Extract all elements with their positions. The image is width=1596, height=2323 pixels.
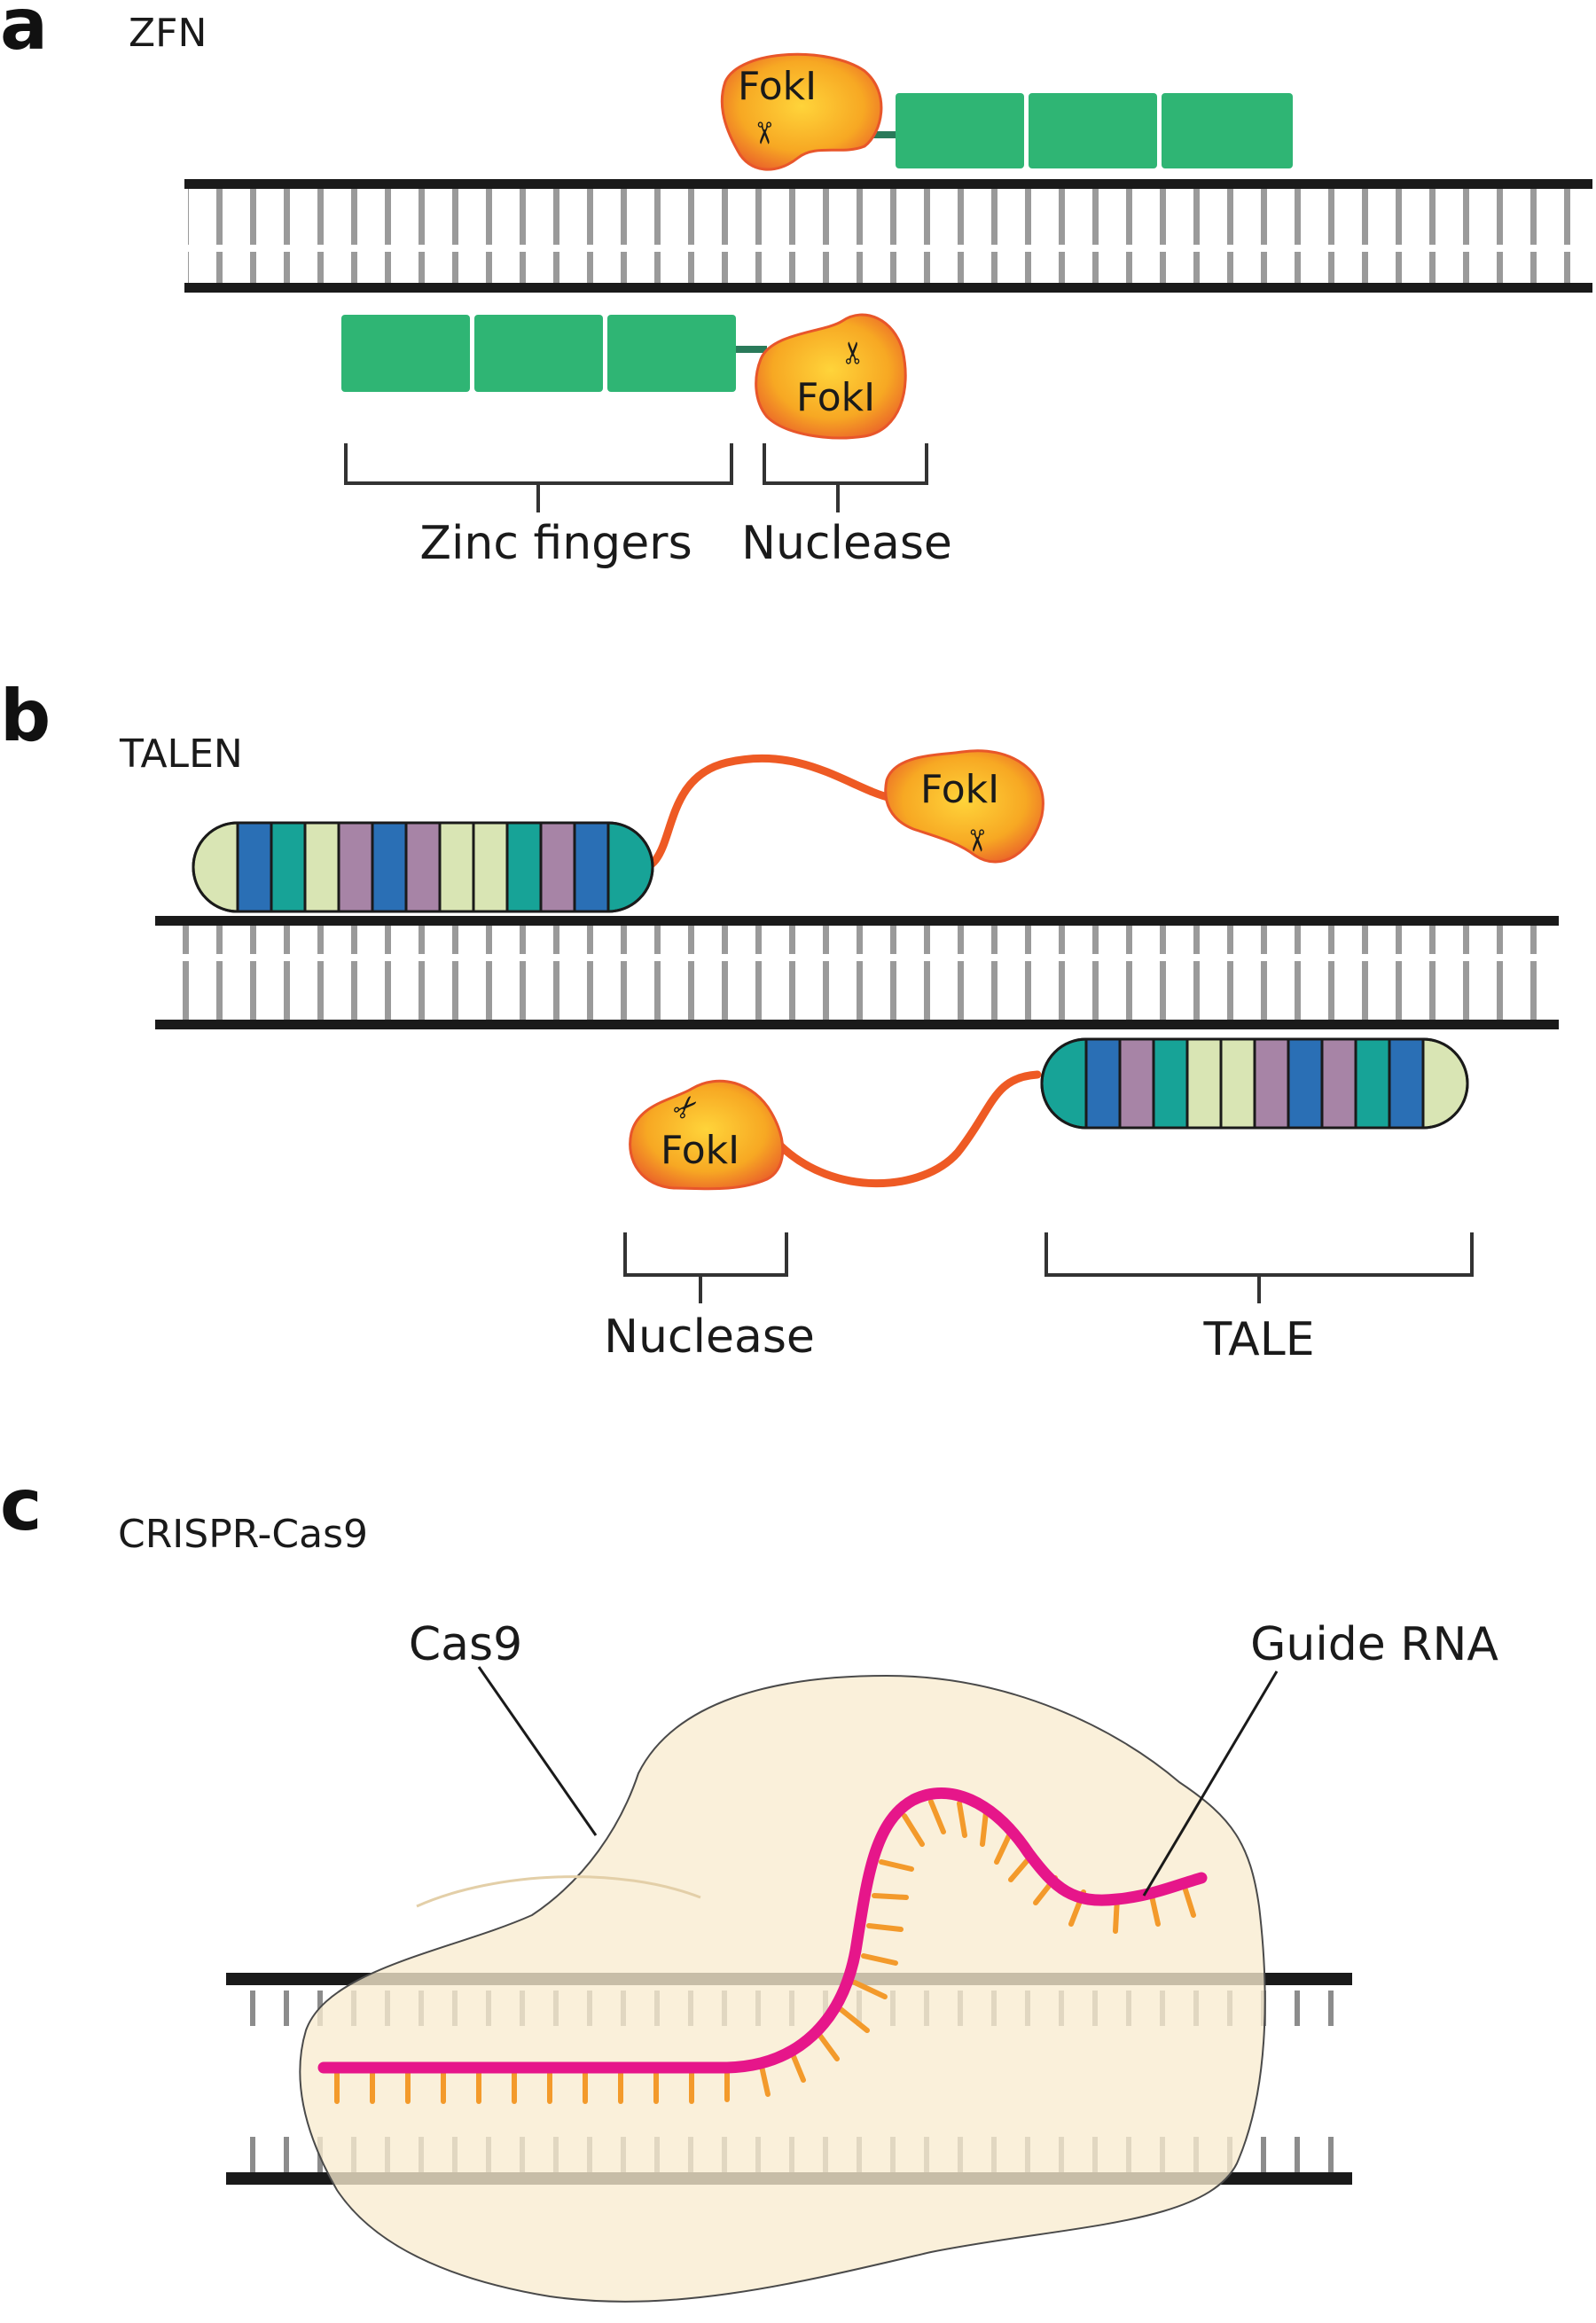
bracket-tale — [1044, 1232, 1474, 1303]
zinc-finger-domain — [341, 315, 470, 392]
guide-rna — [317, 1787, 1208, 2104]
tale-array-lower — [1040, 1037, 1469, 1130]
cas9-protein — [299, 1674, 1266, 2303]
tale-array-upper — [192, 821, 654, 913]
leader-line-guide-rna — [1142, 1670, 1279, 1897]
bracket-nuclease-a — [763, 443, 928, 512]
panel-title-talen: TALEN — [119, 731, 243, 777]
panel-a: a ZFN FokI ✂ — [0, 0, 1592, 570]
zinc-finger-domain — [607, 315, 736, 392]
bracket-zinc-fingers — [344, 443, 733, 512]
foki-nuclease-b-upper: FokI ✂ — [884, 749, 1044, 864]
panel-b: b TALEN — [0, 675, 1559, 1366]
label-nuclease-a: Nuclease — [741, 517, 952, 570]
zinc-finger-domain — [1029, 93, 1157, 168]
label-nuclease-b: Nuclease — [604, 1310, 815, 1364]
label-cas9: Cas9 — [409, 1618, 522, 1671]
foki-label: FokI — [796, 375, 875, 420]
foki-nuclease-b-lower: FokI ✂ — [629, 1079, 785, 1191]
scissors-icon: ✂ — [746, 121, 781, 146]
talen-upper: FokI ✂ — [192, 749, 1044, 913]
zfn-upper: FokI ✂ — [720, 52, 1293, 171]
scissors-icon: ✂ — [958, 828, 994, 854]
foki-nuclease-lower: FokI ✂ — [755, 313, 907, 440]
leader-line-cas9 — [477, 1666, 598, 1836]
linker — [776, 1070, 1042, 1188]
label-zinc-fingers: Zinc fingers — [419, 517, 692, 570]
panel-c: c CRISPR-Cas9 — [0, 1464, 1498, 2303]
foki-nuclease-upper: FokI ✂ — [720, 52, 883, 171]
panel-letter-b: b — [0, 675, 51, 757]
label-guide-rna: Guide RNA — [1250, 1618, 1498, 1671]
panel-letter-a: a — [0, 0, 48, 66]
talen-lower: FokI ✂ — [629, 1037, 1469, 1191]
bracket-nuclease-b — [623, 1232, 788, 1303]
foki-label: FokI — [661, 1128, 739, 1173]
zinc-finger-domain — [1162, 93, 1293, 168]
foki-label: FokI — [920, 767, 999, 812]
panel-title-crispr-cas9: CRISPR-Cas9 — [118, 1512, 368, 1557]
zfn-lower: FokI ✂ — [341, 313, 907, 440]
scissors-icon: ✂ — [836, 340, 872, 366]
label-tale: TALE — [1202, 1313, 1314, 1366]
linker — [625, 754, 896, 874]
dna-double-strand-b — [155, 916, 1559, 1029]
zinc-finger-domain — [474, 315, 603, 392]
panel-title-zfn: ZFN — [129, 11, 207, 56]
foki-label: FokI — [738, 64, 817, 109]
dna-double-strand-a — [184, 179, 1592, 293]
panel-letter-c: c — [0, 1464, 42, 1546]
zinc-finger-domain — [896, 93, 1024, 168]
cas9-surface-fold — [416, 1875, 701, 1908]
